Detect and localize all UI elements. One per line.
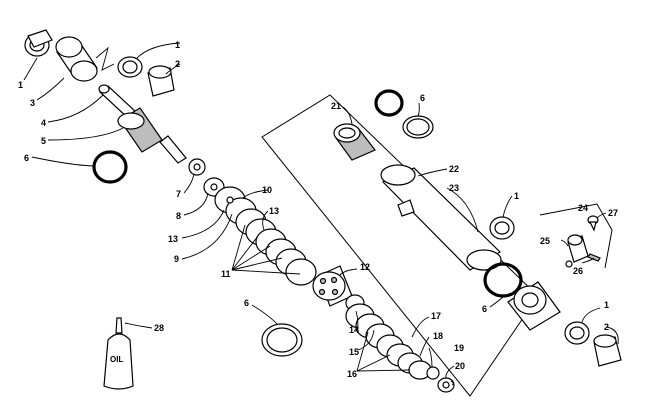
- retaining-ring-upper: [402, 115, 434, 139]
- upper-bushing-right: [117, 56, 143, 78]
- oil-bottle: OIL: [103, 317, 134, 390]
- seal-head: [333, 123, 376, 161]
- shock-body: [380, 164, 502, 271]
- callout-18: 18: [433, 331, 443, 341]
- callout-1: 1: [18, 80, 23, 90]
- washer-19: [426, 366, 440, 380]
- valve-frame: [539, 203, 613, 269]
- callout-22: 22: [449, 164, 459, 174]
- spacer-sleeve: [55, 36, 98, 82]
- callout-19: 19: [454, 343, 464, 353]
- shim-stack-lower: [345, 303, 432, 380]
- bushing-right-middle: [489, 216, 515, 240]
- callout-13: 13: [168, 234, 178, 244]
- lock-nut: [437, 377, 455, 393]
- callout-1: 1: [514, 191, 519, 201]
- callout-13: 13: [269, 206, 279, 216]
- upper-bushing-left: [24, 29, 53, 57]
- callout-15: 15: [349, 347, 359, 357]
- callout-4: 4: [41, 118, 46, 128]
- shaft-nut: [188, 158, 206, 176]
- callout-11: 11: [221, 269, 231, 279]
- oring-upper: [374, 89, 404, 117]
- retaining-ring-lower: [261, 323, 303, 357]
- callout-28: 28: [154, 323, 164, 333]
- callout-10: 10: [262, 185, 272, 195]
- piston-rod: [98, 84, 187, 164]
- callout-23: 23: [449, 183, 459, 193]
- callout-26: 26: [573, 266, 583, 276]
- sleeve-lower-right: [593, 334, 622, 367]
- callout-9: 9: [174, 254, 179, 264]
- callout-3: 3: [30, 98, 35, 108]
- callout-27: 27: [608, 208, 618, 218]
- oring-lower-left: [92, 150, 128, 184]
- callout-6: 6: [244, 298, 249, 308]
- bushing-lower-right: [564, 321, 590, 345]
- oil-bottle-label: OIL: [110, 355, 123, 364]
- callout-2: 2: [604, 322, 609, 332]
- piston: [312, 265, 353, 307]
- shim-stack-upper: [214, 186, 317, 286]
- callout-16: 16: [347, 369, 357, 379]
- callout-5: 5: [41, 136, 46, 146]
- valve-oring: [587, 253, 601, 262]
- lower-eyelet: [507, 281, 561, 331]
- callout-25: 25: [540, 236, 550, 246]
- callout-6: 6: [24, 153, 29, 163]
- callout-24: 24: [578, 203, 588, 213]
- callout-7: 7: [176, 189, 181, 199]
- callouts: 1 1 1 1 2 2 3 4 5 6 6 6 6 7 8 9 10 11 12…: [18, 40, 618, 379]
- callout-20: 20: [455, 361, 465, 371]
- callout-6: 6: [482, 304, 487, 314]
- callout-2: 2: [175, 59, 180, 69]
- callout-14: 14: [349, 325, 359, 335]
- valve-screw: [587, 215, 599, 232]
- callout-12: 12: [360, 262, 370, 272]
- callout-8: 8: [176, 211, 181, 221]
- callout-6: 6: [420, 93, 425, 103]
- callout-21: 21: [331, 101, 341, 111]
- callout-17: 17: [431, 311, 441, 321]
- leader-lines: [23, 42, 619, 386]
- callout-1: 1: [175, 40, 180, 50]
- callout-1: 1: [604, 300, 609, 310]
- oring-lower-right: [483, 262, 523, 298]
- upper-sleeve: [147, 65, 175, 97]
